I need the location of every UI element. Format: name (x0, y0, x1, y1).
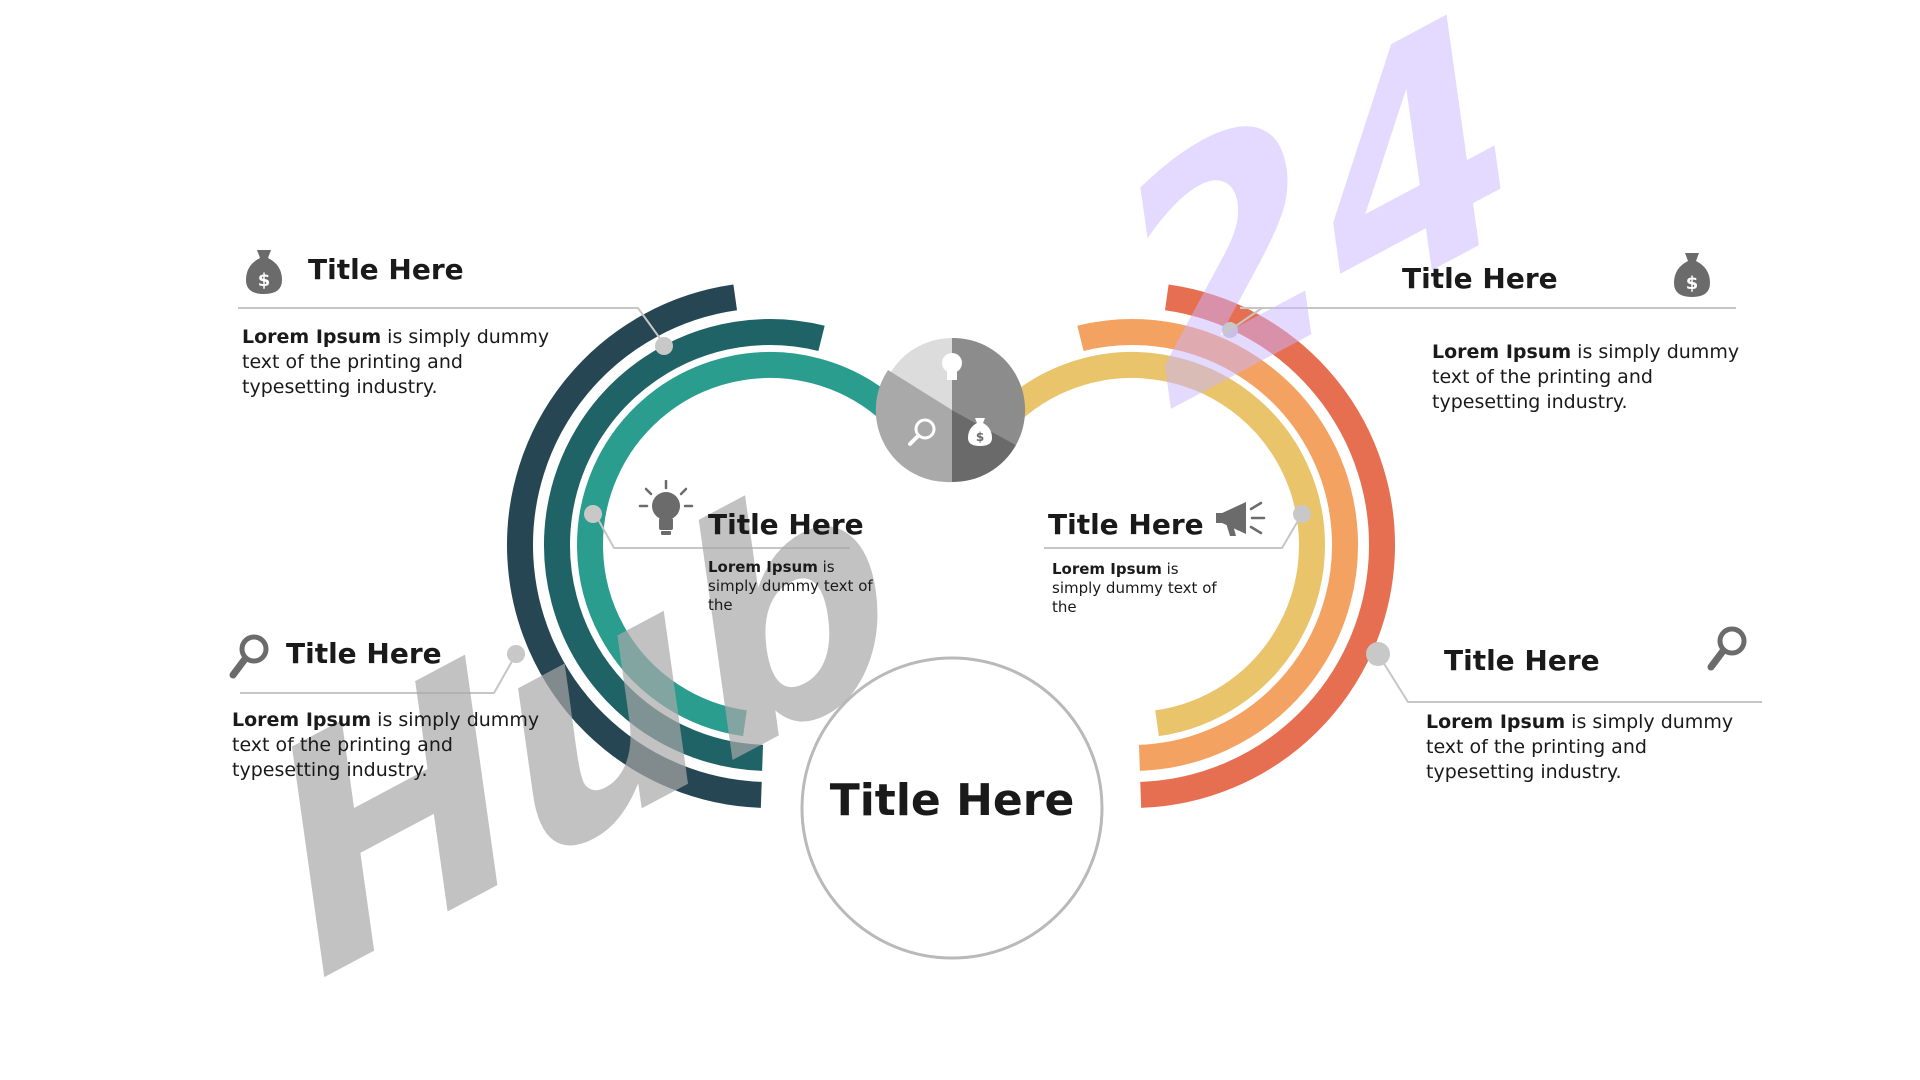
block-title: Title Here (308, 253, 464, 286)
ring-right-middle (1077, 319, 1358, 771)
ring-left-inner (577, 352, 895, 737)
connector-dot-top-left (655, 337, 673, 355)
svg-text:$: $ (258, 270, 271, 291)
connector-dot-mid-right (1366, 642, 1390, 666)
block-title: Title Here (1444, 644, 1600, 677)
money-bag-icon: $ (968, 418, 992, 446)
connector-dot-top-right (1222, 322, 1238, 338)
block-body: Lorem Ipsum is simply dummy text of the … (1432, 341, 1740, 414)
connector-dot-inner-left (584, 505, 602, 523)
block-body: Lorem Ipsum is simply dummy text of the (708, 558, 873, 614)
svg-text:$: $ (1686, 273, 1699, 294)
connector-mid-right (1377, 653, 1762, 703)
money-bag-icon: $ (246, 250, 282, 294)
connector-mid-left (240, 655, 516, 694)
connector-dot-inner-right (1293, 505, 1311, 523)
connector-inner-right (1044, 513, 1303, 549)
connector-top-left (238, 307, 665, 345)
block-body: Lorem Ipsum is simply dummy text of the (1052, 560, 1217, 616)
block-title: Title Here (1048, 508, 1204, 541)
block-title: Title Here (1402, 262, 1558, 295)
ring-left-outer (507, 284, 762, 808)
center-title: Title Here (829, 775, 1075, 826)
ring-left-middle (544, 319, 825, 771)
magnifier-icon (229, 634, 269, 679)
connector-dot-mid-left (507, 645, 525, 663)
block-title: Title Here (286, 637, 442, 670)
block-title: Title Here (708, 508, 864, 541)
hub-disc: $ (875, 337, 1026, 483)
megaphone-icon (1216, 501, 1266, 536)
center-circle (800, 656, 1104, 960)
magnifier-icon (1707, 626, 1747, 671)
magnifier-icon (908, 418, 936, 446)
ring-right-outer (1140, 284, 1395, 808)
block-body: Lorem Ipsum is simply dummy text of the … (1426, 711, 1734, 784)
block-body: Lorem Ipsum is simply dummy text of the … (242, 326, 550, 399)
lightbulb-icon (942, 353, 962, 380)
lightbulb-icon (638, 480, 694, 535)
money-bag-icon: $ (1674, 253, 1710, 297)
svg-text:$: $ (976, 430, 984, 444)
connector-inner-left (593, 511, 850, 549)
ring-right-inner (1002, 352, 1325, 737)
block-body: Lorem Ipsum is simply dummy text of the … (232, 709, 540, 782)
